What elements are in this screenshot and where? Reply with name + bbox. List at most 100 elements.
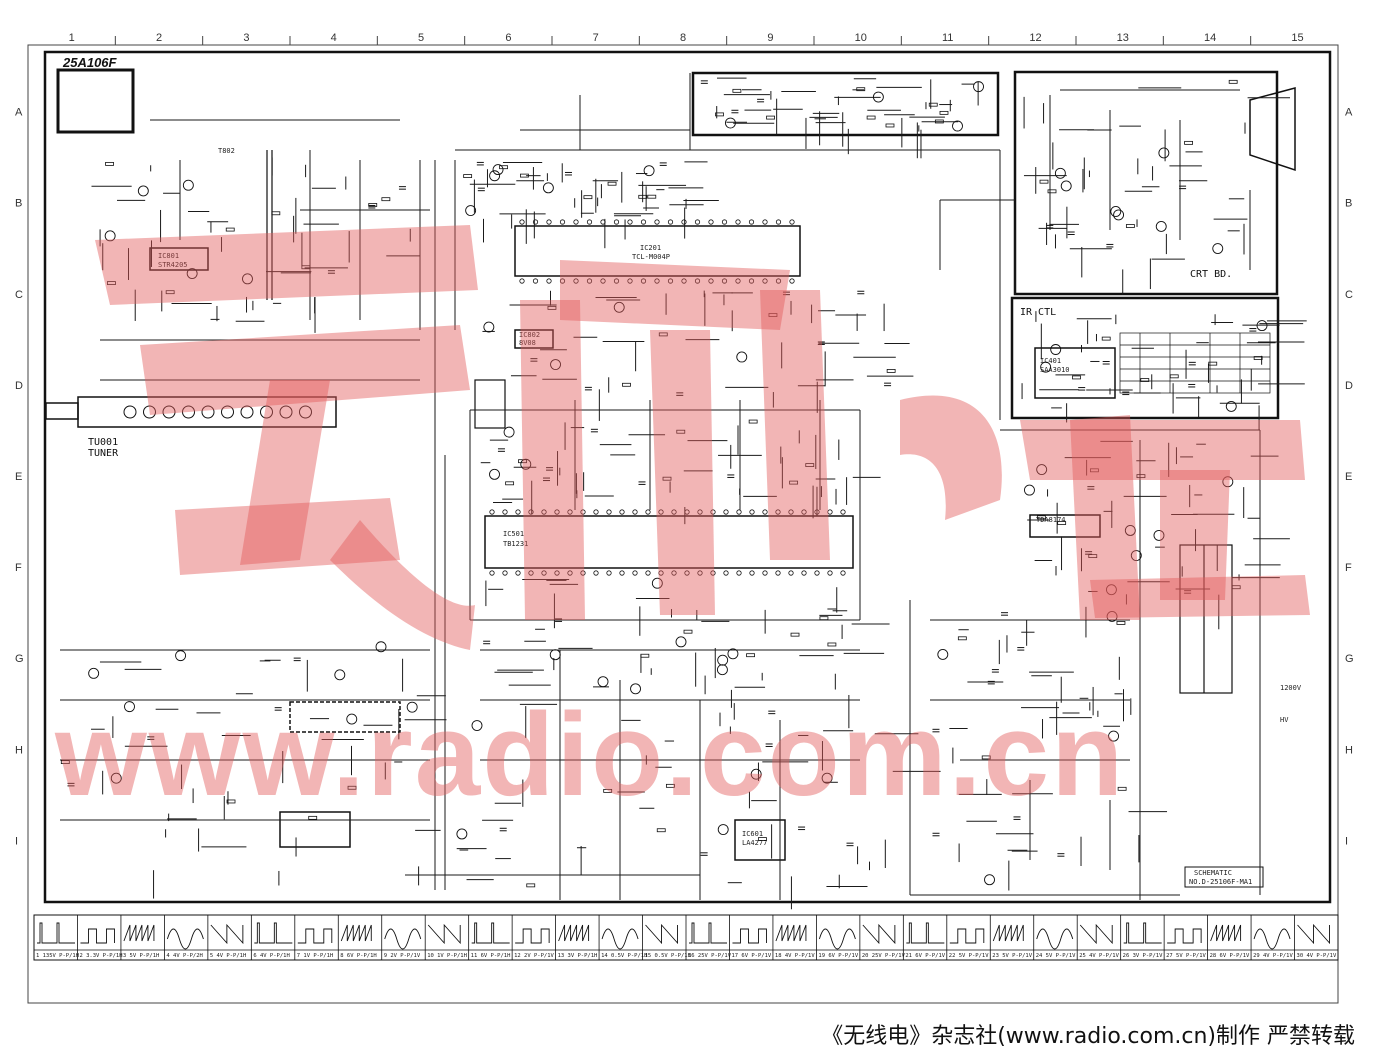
tuner-pin: [260, 405, 273, 419]
waveform-label: 10 1V P-P/1H: [427, 953, 467, 959]
resistor-symbol: [647, 194, 657, 199]
waveform-trace: [166, 928, 204, 950]
grid-row-label: H: [15, 744, 23, 756]
grid-col-label: 6: [505, 32, 511, 44]
grid-row-label: D: [15, 380, 23, 392]
ic-pin: [559, 278, 566, 284]
transistor-symbol: [1158, 147, 1170, 159]
waveform-label: 7 1V P-P/1H: [297, 953, 333, 959]
ic-pin: [840, 509, 846, 515]
ic-pin: [658, 570, 664, 576]
transistor-symbol: [175, 650, 187, 662]
ic-pin: [559, 219, 566, 225]
ic-pin: [619, 509, 625, 515]
ic-pin: [489, 570, 495, 576]
waveform-trace: [775, 924, 807, 942]
ic-av-switch-1: [289, 701, 401, 733]
ic-pin: [775, 509, 781, 515]
resistor-symbol: [1117, 786, 1127, 791]
watermark-logo: [95, 225, 1310, 650]
ic-pin: [721, 219, 728, 225]
ic-pin: [632, 509, 638, 515]
tuner-pin: [221, 405, 234, 419]
ic-pin: [658, 509, 664, 515]
transistor-symbol: [483, 321, 495, 333]
resistor-symbol: [886, 369, 896, 373]
waveform-trace: [471, 922, 510, 944]
ic-pin: [762, 570, 768, 576]
tuner-antenna: [45, 402, 79, 420]
ic-proc-ref: IC501: [503, 530, 524, 538]
flyback-transformer: [1179, 544, 1233, 694]
ic-main: [514, 225, 801, 277]
ic-pin: [567, 570, 573, 576]
ic-pin: [627, 219, 633, 225]
resistor-symbol: [805, 463, 815, 467]
waveform-trace: [384, 928, 422, 950]
ic-pin: [710, 509, 716, 515]
transistor-symbol: [821, 772, 833, 784]
ic-pin: [694, 278, 701, 284]
ic-small-dip: [474, 379, 506, 429]
waveform-label: 15 0.5V P-P/1H: [645, 953, 691, 959]
resistor-symbol: [518, 459, 527, 464]
waveform-trace: [37, 922, 75, 944]
ic-vertical: [1029, 514, 1101, 538]
ic-pin: [541, 570, 547, 576]
ic-power: [149, 247, 209, 271]
waveform-trace: [340, 924, 372, 942]
resistor-symbol: [1101, 336, 1111, 341]
transistor-symbol: [716, 664, 728, 676]
ic-pin: [667, 278, 674, 284]
grid-col-label: 3: [243, 32, 249, 44]
transistor-symbol: [182, 179, 194, 191]
tuner-pin: [299, 405, 312, 419]
resistor-symbol: [105, 161, 114, 166]
waveform-label: 9 2V P-P/1V: [384, 953, 421, 959]
waveform-trace: [1297, 923, 1330, 945]
transistor-symbol: [542, 182, 554, 194]
waveform-trace: [689, 922, 727, 944]
resistor-symbol: [1125, 224, 1135, 228]
ic-processor-pins: [489, 509, 846, 576]
resistor-symbol: [381, 197, 391, 202]
transistor-symbol: [346, 713, 358, 725]
waveform-label: 27 5V P-P/1V: [1166, 953, 1206, 959]
waveform-label: 17 6V P-P/1V: [731, 953, 771, 959]
resistor-symbol: [60, 760, 70, 764]
ic-pin: [632, 570, 638, 576]
transistor-symbol: [973, 81, 984, 93]
ic-main-ref: IC201: [640, 244, 661, 252]
ic-pin: [827, 509, 833, 515]
ic-pin: [619, 570, 625, 576]
ic-pin: [723, 570, 729, 576]
ic-pin: [645, 570, 651, 576]
transistor-symbol: [1256, 320, 1268, 332]
grid-col-label: 14: [1204, 32, 1216, 44]
ic-pin: [546, 219, 552, 225]
crt-neck-symbol: [1249, 87, 1296, 172]
transistor-symbol: [1124, 525, 1136, 536]
transistor-symbol: [550, 359, 561, 370]
resistor-symbol: [732, 88, 742, 93]
fbt-voltage: 1200V: [1280, 684, 1302, 692]
ic-pin: [684, 570, 690, 576]
transistor-symbol: [1155, 220, 1167, 232]
ic-av-part: 8V08: [519, 339, 536, 347]
waveform-label: 24 5V P-P/1V: [1036, 953, 1076, 959]
ic-pin: [532, 278, 539, 284]
ic-pin: [627, 278, 633, 284]
transistor-symbol: [186, 268, 198, 279]
ic-pin: [762, 278, 768, 284]
tuner-pin: [162, 405, 176, 419]
ic-av-switch-2: [279, 811, 351, 848]
transistor-symbol: [242, 273, 253, 285]
grid-col-label: 12: [1029, 32, 1041, 44]
ic-proc-part: TB1231: [503, 540, 528, 548]
waveform-label: 14 0.5V P-P/1H: [601, 953, 647, 959]
waveform-label: 25 4V P-P/1V: [1079, 953, 1119, 959]
transistor-symbol: [88, 667, 100, 679]
waveform-trace: [1253, 928, 1291, 950]
transistor-symbol: [1153, 529, 1165, 541]
ic-pin: [735, 219, 741, 225]
